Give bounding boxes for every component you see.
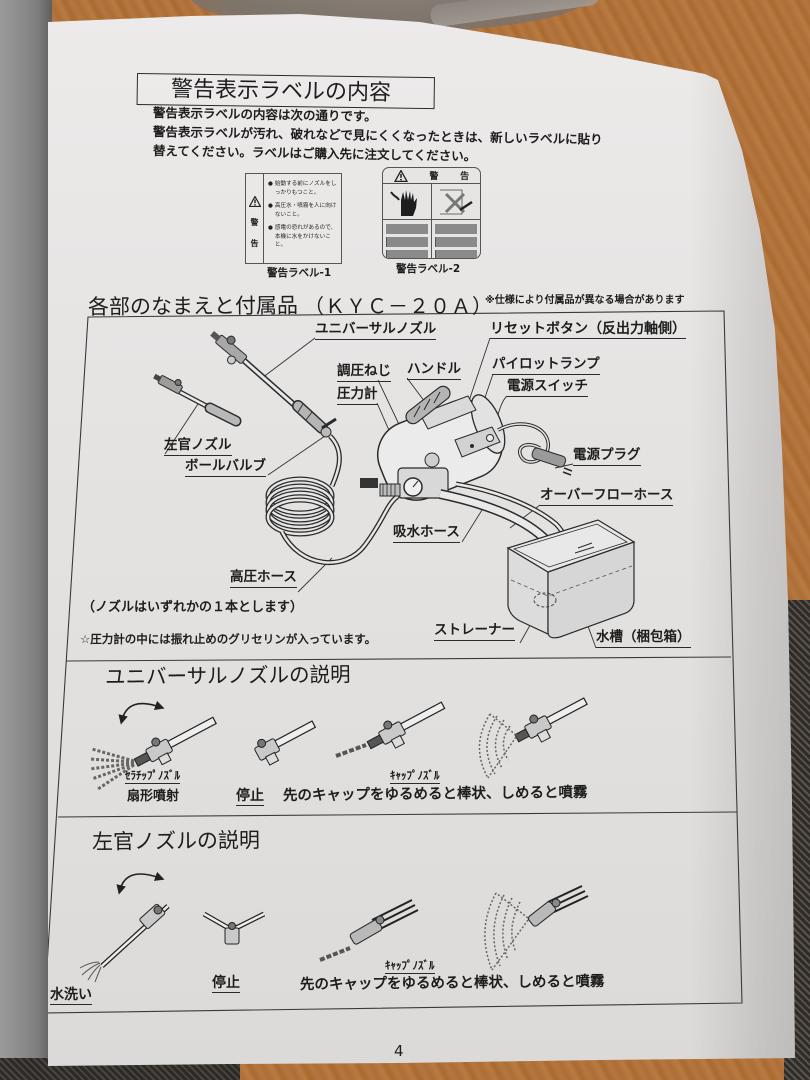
label-strainer: ストレーナー xyxy=(434,623,515,641)
mist-spray-icon xyxy=(478,713,517,779)
label-high-pressure-hose: 高圧ホース xyxy=(230,570,297,588)
wash-nozzle-icon xyxy=(79,903,170,983)
bullet-icon: ● xyxy=(268,181,273,187)
sakan-wash-label: 水洗い xyxy=(50,987,92,1005)
page-number: 4 xyxy=(394,1042,404,1060)
sakan-nozzle-illustrations xyxy=(79,871,589,983)
label2-warning-char-2: 告 xyxy=(460,172,470,182)
label2-pictograms xyxy=(383,184,480,220)
model-number: （ＫＹＣ－２０Ａ） xyxy=(304,294,493,318)
label-ball-valve: ボールバルブ xyxy=(185,459,266,477)
hand-warning-icon xyxy=(390,189,417,216)
cap-nozzle-mist-icon xyxy=(484,885,589,971)
sakan-cap-nozzle-desc: 先のキャップをゆるめると棒状、しめると噴霧 xyxy=(299,973,605,993)
bullet-text: 感電の恐れがあるので、本機に水をかけないこと。 xyxy=(274,225,337,248)
nozzle-note: （ノズルはいずれかの１本とします） xyxy=(82,600,304,615)
parts-box-border xyxy=(48,310,743,1014)
cap-nozzle-stream-icon xyxy=(366,701,446,750)
bullet-text: 始動する前にノズルをしっかりもつこと。 xyxy=(274,181,337,196)
label-pilot-lamp: パイロットランプ xyxy=(492,357,600,375)
universal-cap-nozzle-desc: 先のキャップをゆるめると棒状、しめると噴霧 xyxy=(282,784,588,804)
label1-bullets: ●始動する前にノズルをしっかりもつこと。 ●高圧水・噴霧を人に向けないこと。 ●… xyxy=(264,174,341,263)
sakan-cap-nozzle-label: ｷｬｯﾌﾟﾉｽﾞﾙ xyxy=(385,959,435,974)
strainer-icon xyxy=(533,592,557,608)
warning-label-1: 警 告 ●始動する前にノズルをしっかりもつこと。 ●高圧水・噴霧を人に向けないこ… xyxy=(245,173,342,264)
label-pressure-gauge: 圧力計 xyxy=(337,387,378,405)
label-power-plug: 電源プラグ xyxy=(573,448,641,466)
bullet-icon: ● xyxy=(268,203,273,209)
divider-sakan xyxy=(57,811,738,818)
label1-warning-char-2: 告 xyxy=(250,239,259,248)
universal-stop-label: 停止 xyxy=(236,788,264,806)
rotate-arrow-icon xyxy=(116,871,165,895)
label-reset-button: リセットボタン（反出力軸側） xyxy=(490,321,686,339)
ceratip-nozzle-label: ｾﾗﾁｯﾌﾟﾉｽﾞﾙ xyxy=(125,769,180,784)
power-plug-icon xyxy=(531,447,567,468)
label-handle: ハンドル xyxy=(407,362,461,380)
prohibited-x-icon xyxy=(440,189,473,214)
ceratip-nozzle-desc: 扇形噴射 xyxy=(127,789,180,804)
intro-line-1: 警告表示ラベルの内容は次の通りです。 xyxy=(152,105,377,124)
label2-small-text xyxy=(383,220,480,258)
label1-caption: 警告ラベル-1 xyxy=(267,267,332,279)
label-power-switch: 電源スイッチ xyxy=(507,379,588,397)
parts-note: ※仕様により付属品が異なる場合があります xyxy=(485,295,685,306)
label1-bullet: ●始動する前にノズルをしっかりもつこと。 xyxy=(268,180,338,197)
label2-warning-char-1: 警 xyxy=(429,172,439,182)
label-suction-hose: 吸水ホース xyxy=(393,525,460,543)
label-water-tank: 水槽（梱包箱） xyxy=(596,630,691,648)
warning-section-title: 警告表示ラベルの内容 xyxy=(170,77,392,106)
prohibited-panel xyxy=(431,184,480,219)
label2-header: 警 告 xyxy=(383,168,480,184)
bullet-text: 高圧水・噴霧を人に向けないこと。 xyxy=(274,203,337,218)
sakan-nozzle-title: 左官ノズルの説明 xyxy=(91,828,261,854)
warning-triangle-icon xyxy=(393,169,408,182)
universal-cap-nozzle-label: ｷｬｯﾌﾟﾉｽﾞﾙ xyxy=(390,769,440,784)
ceratip-nozzle-icon xyxy=(133,716,217,767)
glycerin-note: ☆圧力計の中には振れ止めのグリセリンが入っています。 xyxy=(80,632,377,646)
sakan-nozzle-drawing xyxy=(153,373,242,427)
high-pressure-hose-drawing xyxy=(265,434,400,566)
rotate-arrow-icon xyxy=(118,700,165,725)
stream-spray-icon xyxy=(335,743,367,758)
warning-label-2: 警 告 xyxy=(382,167,481,259)
universal-nozzle-title: ユニバーサルノズルの説明 xyxy=(104,662,351,689)
cap-nozzle-stream-icon xyxy=(319,899,419,962)
label1-warning-char-1: 警 xyxy=(250,218,259,227)
label-sakan-nozzle: 左官ノズル xyxy=(164,438,232,456)
stop-nozzle-icon xyxy=(202,911,266,945)
warning-triangle-icon xyxy=(248,196,261,207)
hand-warning-panel xyxy=(383,184,431,219)
label1-header-column: 警 告 xyxy=(246,174,264,263)
cap-nozzle-mist-icon xyxy=(514,697,588,743)
parts-section-title: 各部のなまえと付属品 xyxy=(87,293,299,319)
label-pressure-screw: 調圧ねじ xyxy=(337,364,391,382)
label-overflow-hose: オーバーフローホース xyxy=(540,488,674,506)
sakan-stop-label: 停止 xyxy=(212,975,240,993)
binder-cover xyxy=(0,0,52,1080)
stop-nozzle-icon xyxy=(254,720,317,766)
universal-nozzle-drawing xyxy=(210,330,337,438)
label1-bullet: ●感電の恐れがあるので、本機に水をかけないこと。 xyxy=(268,224,338,250)
label1-bullet: ●高圧水・噴霧を人に向けないこと。 xyxy=(268,202,338,219)
bullet-icon: ● xyxy=(268,225,273,231)
water-tank-drawing xyxy=(506,519,636,639)
label-universal-nozzle: ユニバーサルノズル xyxy=(315,322,437,340)
label2-caption: 警告ラベル-2 xyxy=(396,263,461,275)
intro-line-3: 替えてください。ラベルはご購入先に注文してください。 xyxy=(152,143,477,164)
divider-universal xyxy=(65,656,732,662)
